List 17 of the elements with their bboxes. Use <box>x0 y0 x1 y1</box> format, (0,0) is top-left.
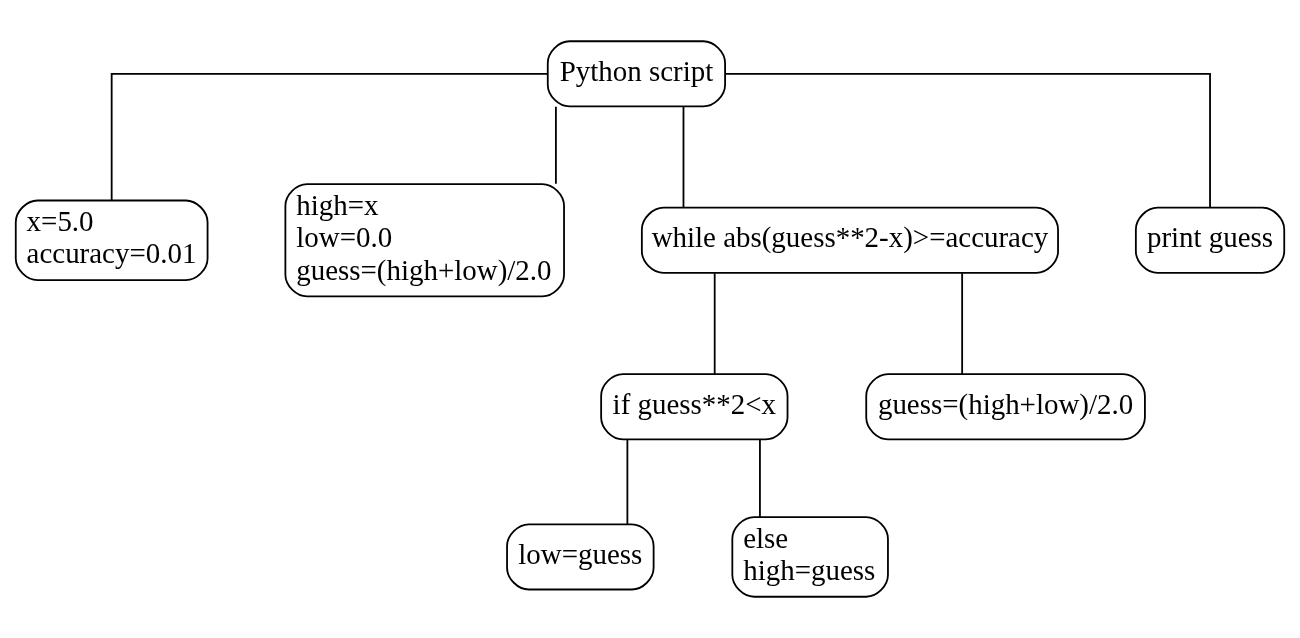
connector <box>110 72 549 201</box>
connector <box>555 105 557 185</box>
node-box: if guess**2<x <box>600 373 789 441</box>
node-box: high=x low=0.0 guess=(high+low)/2.0 <box>284 183 565 298</box>
node-box: Python script <box>546 40 726 108</box>
node-box: low=guess <box>506 523 655 591</box>
node-box: x=5.0 accuracy=0.01 <box>14 199 209 281</box>
connector <box>682 105 685 209</box>
node-box: print guess <box>1134 206 1286 274</box>
connector <box>759 438 761 518</box>
connector <box>961 272 964 375</box>
connector <box>724 72 1211 209</box>
connector <box>626 438 629 525</box>
node-box: while abs(guess**2-x)>=accuracy <box>640 206 1059 274</box>
node-box: guess=(high+low)/2.0 <box>865 373 1146 441</box>
connector <box>713 272 716 375</box>
node-box: else high=guess <box>731 516 889 598</box>
